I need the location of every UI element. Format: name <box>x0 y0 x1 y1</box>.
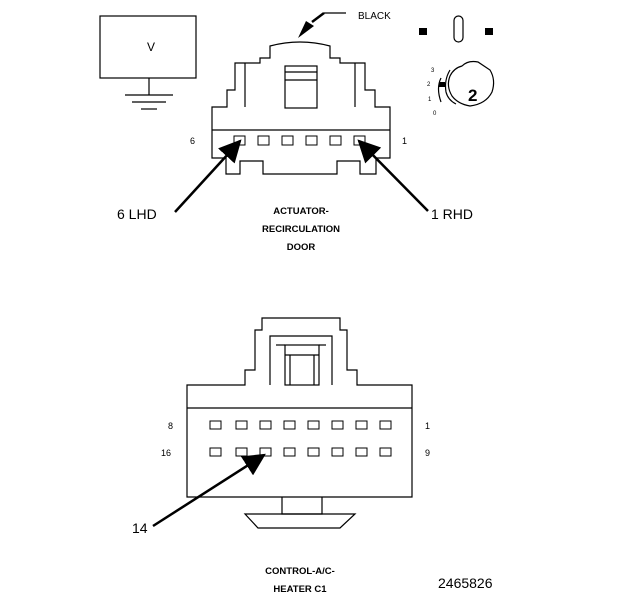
scale-tick-0: 0 <box>433 111 437 117</box>
cavity-4 <box>307 420 320 430</box>
cavity-6 <box>259 420 272 430</box>
cavity-13 <box>283 447 296 457</box>
figure-number: 2465826 <box>438 575 493 591</box>
control-bottom-rail <box>243 513 357 529</box>
c2-row1-right-label: 1 <box>425 421 430 431</box>
probe-tool-icon <box>419 15 493 43</box>
voltmeter-symbol: V <box>99 15 197 110</box>
actuator-latch <box>284 65 318 109</box>
ground-icon <box>125 94 173 110</box>
c2-row1-left-label: 8 <box>168 421 173 431</box>
control-latch-outline <box>269 335 333 385</box>
cavity-5 <box>257 135 270 146</box>
cavity-3 <box>331 420 344 430</box>
black-wire-callout: BLACK <box>298 11 391 38</box>
c2-row2-left-label: 16 <box>161 448 171 458</box>
cavity-3 <box>305 135 318 146</box>
cavity-2 <box>329 135 342 146</box>
cavity-14 <box>259 447 272 457</box>
cavity-7 <box>235 420 248 430</box>
cavity-11 <box>331 447 344 457</box>
c2-row2-right-label: 9 <box>425 448 430 458</box>
scale-tick-1: 1 <box>428 97 432 103</box>
cavity-8 <box>209 420 222 430</box>
cavity-6 <box>233 135 246 146</box>
voltmeter-label: V <box>147 40 155 54</box>
scale-dial-icon: 2 3 2 1 0 <box>427 60 495 117</box>
voltmeter-box <box>99 15 197 79</box>
actuator-connector: 6 1 <box>190 41 407 175</box>
cavity-12 <box>307 447 320 457</box>
c1-name-line3: DOOR <box>287 242 316 253</box>
callout-arrow-rhd <box>357 139 429 212</box>
callout-rhd: 1 RHD <box>431 206 473 222</box>
cavity-2 <box>355 420 368 430</box>
c2-name-line1: CONTROL-A/C- <box>265 566 335 577</box>
actuator-connector-body <box>211 41 391 175</box>
scale-digit: 2 <box>468 86 477 105</box>
control-lock-tab <box>281 497 323 515</box>
cavity-16 <box>209 447 222 457</box>
wire-color-label: BLACK <box>358 11 391 22</box>
callout-arrow-14 <box>152 453 266 528</box>
cavity-5 <box>283 420 296 430</box>
cavity-1 <box>379 420 392 430</box>
cavity-15 <box>235 447 248 457</box>
scale-tick-2: 2 <box>427 82 431 88</box>
control-connector: 8 1 16 9 <box>161 317 430 529</box>
callout-14: 14 <box>132 520 148 536</box>
c1-name-line1: ACTUATOR- <box>273 206 329 217</box>
c1-name-line2: RECIRCULATION <box>262 224 340 235</box>
cavity-4 <box>281 135 294 146</box>
callout-lhd: 6 LHD <box>117 206 157 222</box>
c1-pin-right-label: 1 <box>402 136 407 146</box>
cavity-10 <box>355 447 368 457</box>
callout-arrow-lhd <box>174 139 242 213</box>
scale-tick-3: 3 <box>431 68 435 74</box>
c2-name-line2: HEATER C1 <box>273 584 327 595</box>
cavity-9 <box>379 447 392 457</box>
c1-pin-left-label: 6 <box>190 136 195 146</box>
control-connector-body <box>186 317 413 498</box>
control-latch <box>284 344 320 386</box>
